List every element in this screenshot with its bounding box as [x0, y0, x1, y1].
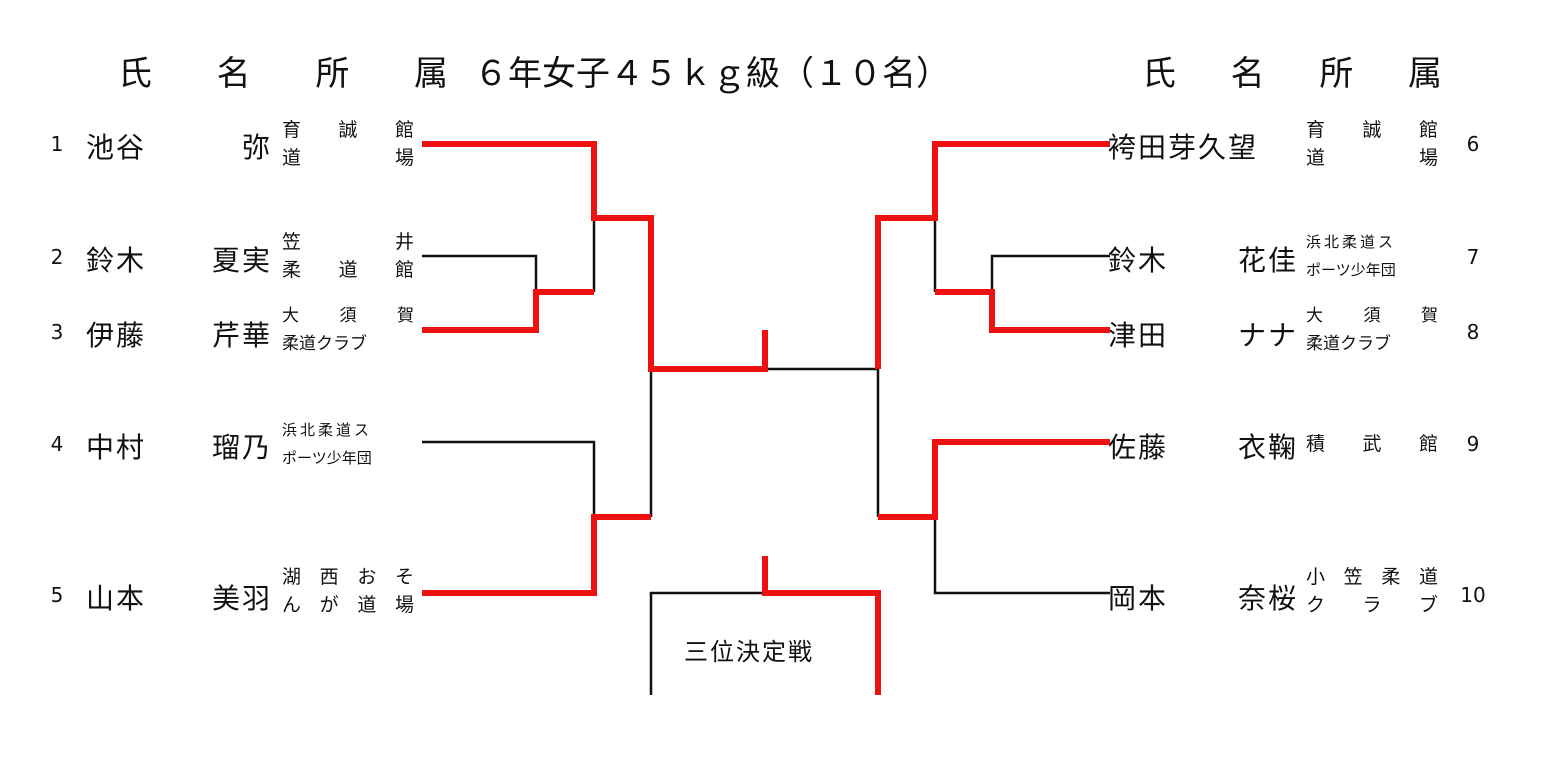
- player-number: 4: [50, 432, 64, 456]
- player-surname: 鈴木: [1108, 244, 1169, 277]
- player-surname: 佐藤: [1108, 431, 1169, 464]
- player-affiliation: 湖西おそ んが道場: [282, 566, 414, 616]
- player-number: 7: [1466, 245, 1480, 269]
- player-number: 3: [50, 320, 64, 344]
- player-given-name: 奈桜: [1237, 582, 1298, 615]
- player-number: 10: [1460, 583, 1486, 607]
- player-given-name: 弥: [241, 131, 272, 164]
- player-affiliation: 小笠柔道 クラブ: [1306, 566, 1438, 616]
- player-surname: 中村: [86, 431, 147, 464]
- player-number: 1: [50, 132, 64, 156]
- player-affiliation: 大須賀 柔道クラブ: [282, 306, 414, 354]
- winner-line-p9: [878, 439, 1110, 520]
- player-given-name: 芹華: [211, 319, 272, 352]
- player-surname: 岡本: [1108, 582, 1169, 615]
- winner-lines: [422, 141, 1110, 695]
- winner-line-p1: [422, 141, 768, 372]
- player-surname: 袴田芽久望: [1108, 131, 1259, 164]
- header-right-col-4: 属: [1407, 54, 1442, 94]
- right-column-headers: 氏 名 所 属: [1142, 46, 1442, 95]
- bracket-line-third-left: [649, 591, 765, 695]
- bracket-line-p4: [422, 440, 596, 517]
- header-right-col-2: 名: [1230, 54, 1265, 94]
- left-column-headers: 氏 名 所 属: [118, 46, 448, 95]
- player-number: 8: [1466, 320, 1480, 344]
- winner-line-p5: [422, 514, 651, 596]
- player-given-name: 瑠乃: [211, 431, 272, 464]
- player-surname: 山本: [86, 582, 147, 615]
- player-surname: 池谷: [86, 131, 147, 164]
- player-affiliation: 浜北柔道ス ポーツ少年団: [1306, 233, 1397, 279]
- header-left-col-1: 氏: [118, 54, 152, 94]
- player-affiliation: 育誠館 道場: [1306, 119, 1438, 169]
- winner-line-p3: [422, 289, 594, 333]
- player-affiliation: 積武館: [1306, 433, 1438, 455]
- player-given-name: 花佳: [1237, 244, 1298, 277]
- player-affiliation: 大須賀 柔道クラブ: [1306, 306, 1438, 354]
- winner-line-p8: [935, 289, 1110, 333]
- header-right-col-3: 所: [1319, 54, 1354, 94]
- header-left-col-2: 名: [216, 54, 251, 94]
- bracket-title: ６年女子４５ｋｇ級（１０名）: [474, 54, 950, 94]
- loser-lines: [422, 144, 1110, 695]
- bracket-line-p2: [422, 254, 538, 292]
- header-right-col-1: 氏: [1142, 54, 1176, 94]
- header-left-col-3: 所: [315, 54, 350, 94]
- bracket-line-p10: [933, 517, 1110, 595]
- player-number: 9: [1466, 432, 1480, 456]
- player-affiliation: 浜北柔道ス ポーツ少年団: [282, 421, 373, 467]
- player-given-name: ナナ: [1237, 319, 1298, 352]
- third-place-label: 三位決定戦: [684, 638, 814, 666]
- winner-line-p6: [875, 141, 1110, 369]
- player-number: 2: [50, 245, 64, 269]
- header-left-col-4: 属: [413, 54, 448, 94]
- player-surname: 津田: [1108, 319, 1169, 352]
- player-affiliation: 育誠館 道場: [282, 119, 414, 169]
- player-given-name: 美羽: [211, 582, 272, 615]
- player-affiliation: 笠井 柔道館: [282, 231, 414, 281]
- player-number: 6: [1466, 132, 1480, 156]
- bracket-line-p7: [990, 254, 1110, 292]
- winner-line-third: [762, 556, 881, 695]
- player-given-name: 夏実: [211, 244, 272, 277]
- player-surname: 伊藤: [86, 319, 147, 352]
- player-number: 5: [50, 583, 64, 607]
- player-given-name: 衣鞠: [1237, 431, 1298, 464]
- player-surname: 鈴木: [86, 244, 147, 277]
